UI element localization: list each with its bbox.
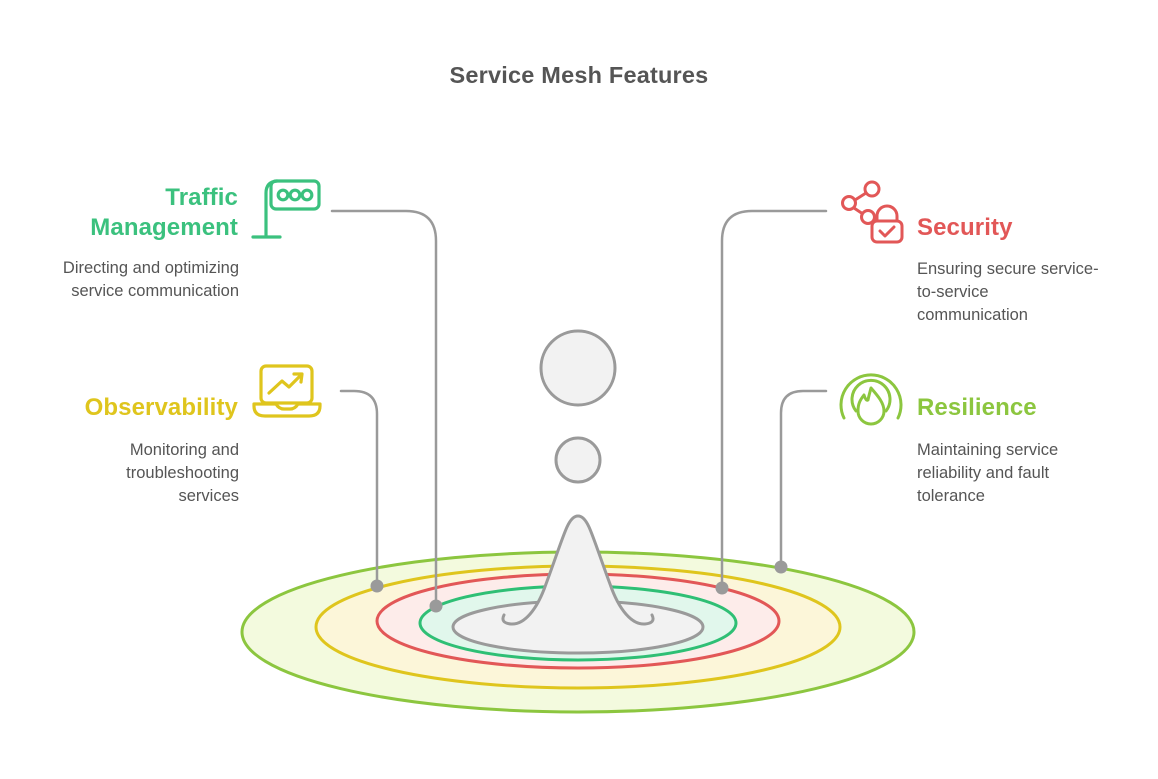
feature-title-resilience: Resilience bbox=[917, 394, 1037, 421]
connector-traffic bbox=[330, 209, 438, 602]
flame-shape bbox=[856, 386, 886, 426]
connector-security bbox=[720, 209, 828, 584]
network-node bbox=[860, 209, 876, 225]
feature-desc-resilience: Maintaining service reliability and faul… bbox=[917, 441, 1059, 505]
feature-title-security: Security bbox=[917, 214, 1013, 241]
inner-arc bbox=[850, 378, 892, 413]
connector-lines bbox=[330, 209, 828, 613]
connector-dot-observability bbox=[370, 579, 384, 593]
connector-resilience bbox=[779, 389, 828, 563]
lock-checkmark bbox=[878, 225, 896, 238]
trend-arrow-head bbox=[292, 372, 304, 384]
feature-desc-security: Ensuring secure service- to-service comm… bbox=[917, 260, 1099, 324]
droplet-small bbox=[554, 436, 602, 484]
trend-arrow bbox=[267, 373, 303, 395]
signal-box bbox=[269, 179, 321, 211]
water-splash bbox=[501, 329, 655, 626]
droplet-large bbox=[539, 329, 617, 407]
feature-title-observability: Observability bbox=[84, 394, 238, 421]
feature-desc-observability: Monitoring and troubleshooting services bbox=[126, 441, 239, 505]
connector-dot-traffic bbox=[429, 599, 443, 613]
page-title: Service Mesh Features bbox=[449, 62, 709, 88]
laptop-base bbox=[252, 402, 322, 418]
laptop-screen bbox=[259, 364, 314, 405]
network-node bbox=[841, 195, 857, 211]
network-node bbox=[863, 180, 881, 198]
feature-title-traffic-management: Traffic Management bbox=[90, 184, 238, 241]
connector-observability bbox=[339, 389, 379, 582]
outer-arc bbox=[839, 373, 903, 420]
lock-body bbox=[870, 219, 904, 244]
feature-desc-traffic-management: Directing and optimizing service communi… bbox=[62, 259, 239, 300]
lock-shackle bbox=[875, 204, 899, 224]
traffic-signal-icon bbox=[251, 179, 321, 239]
connector-dot-resilience bbox=[774, 560, 788, 574]
connector-dot-security bbox=[715, 581, 729, 595]
splash-column bbox=[501, 514, 655, 626]
network-lock-icon bbox=[841, 180, 904, 244]
ripple-rings bbox=[240, 550, 916, 714]
flame-signal-icon bbox=[839, 373, 903, 426]
laptop-chart-icon bbox=[252, 364, 322, 418]
